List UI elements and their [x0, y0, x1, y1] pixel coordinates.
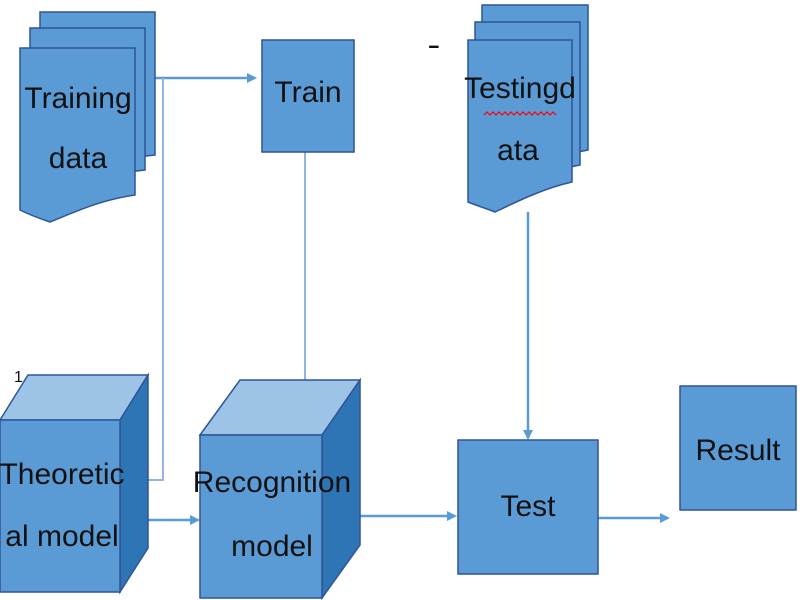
result-label: Result [695, 434, 781, 467]
testing-data-sheet-front [467, 39, 573, 213]
train-node: Train [261, 39, 355, 153]
dots-mark: ...... [428, 35, 439, 52]
connector-theoretical-to-train [148, 78, 164, 481]
theoretical-model-label-line1: Theoretic [0, 458, 125, 491]
theoretical-model-node: Theoretic al model [0, 372, 150, 595]
recognition-model-label-line1: Recognition [193, 466, 351, 499]
test-box [457, 439, 599, 575]
training-data-label-line1: Training [24, 82, 131, 115]
test-node: Test [457, 439, 599, 575]
training-data-node: Training data [19, 11, 156, 223]
spellcheck-underline [483, 111, 557, 116]
train-label: Train [274, 76, 341, 109]
theoretical-model-label-line2: al model [5, 520, 118, 553]
recognition-model-label-line2: model [231, 530, 313, 563]
testing-data-label-line1: Testingd [464, 72, 576, 105]
number-mark: 1 [14, 369, 23, 386]
recognition-model-cube-front [199, 434, 323, 599]
test-label: Test [500, 490, 556, 523]
theoretical-model-cube-front [0, 419, 121, 593]
recognition-model-node: Recognition model [193, 377, 362, 600]
train-box [261, 39, 355, 153]
result-node: Result [679, 385, 797, 511]
testing-data-node: Testingd ata [464, 4, 589, 213]
result-box [679, 385, 797, 511]
testing-data-label-line2: ata [497, 134, 539, 167]
training-data-label-line2: data [49, 142, 108, 175]
connectors [147, 73, 670, 525]
training-data-sheet-front [19, 47, 136, 223]
